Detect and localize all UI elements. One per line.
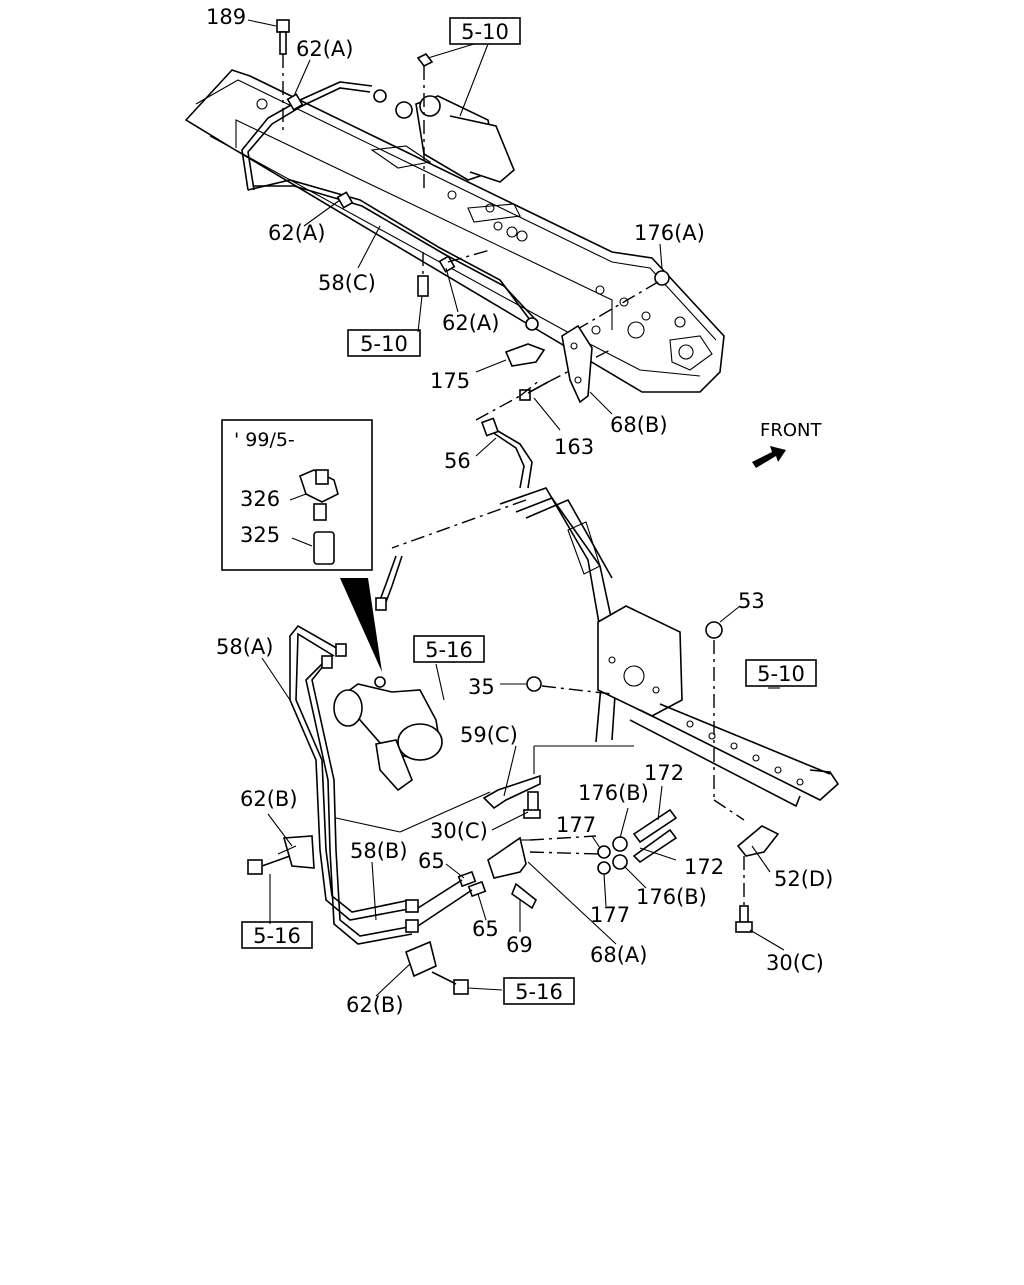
callout-68b: 68(B) (610, 413, 668, 437)
relay-valve-assembly-top (373, 52, 515, 190)
callout-58c: 58(C) (318, 271, 376, 295)
fasteners-172-176b-177 (597, 808, 678, 875)
ref-box-5-10-mid: 5-10 (347, 329, 421, 357)
svg-text:5-16: 5-16 (253, 924, 301, 948)
brake-pipes-58 (289, 624, 419, 945)
callout-326: 326 (240, 487, 280, 511)
upper-brake-pipe (241, 81, 535, 321)
callout-58a: 58(A) (216, 635, 273, 659)
callout-68a: 68(A) (590, 943, 647, 967)
svg-text:5-16: 5-16 (425, 638, 473, 662)
hose-56 (391, 379, 541, 549)
nut-53 (705, 621, 745, 821)
inset-box (221, 419, 373, 571)
callout-176b-upper: 176(B) (578, 781, 649, 805)
callout-53: 53 (738, 589, 765, 613)
callout-65-lower: 65 (472, 917, 499, 941)
bracket-68a (487, 835, 601, 879)
inset-date-label: ' 99/5- (234, 429, 295, 451)
leader-lines (247, 19, 785, 997)
callout-35: 35 (468, 675, 495, 699)
callout-189: 189 (206, 5, 246, 29)
ref-box-5-16-left: 5-16 (241, 921, 313, 949)
ref-box-5-10-lower: 5-10 (745, 659, 817, 687)
callout-69: 69 (506, 933, 533, 957)
callout-62a-low: 62(A) (442, 311, 499, 335)
callout-62b-lower: 62(B) (346, 993, 404, 1017)
callout-172-upper: 172 (644, 761, 684, 785)
callout-30c-lower: 30(C) (766, 951, 824, 975)
callout-65-upper: 65 (418, 849, 445, 873)
relay-valve-lower (333, 555, 443, 792)
bolt-189 (276, 19, 290, 130)
svg-text:5-10: 5-10 (461, 20, 509, 44)
callout-30c-upper: 30(C) (430, 819, 488, 843)
callout-56: 56 (444, 449, 471, 473)
bolt-5-10-lower (417, 252, 429, 297)
callout-163: 163 (554, 435, 594, 459)
front-label: FRONT (760, 420, 822, 441)
upper-frame-rail (184, 69, 725, 393)
lower-frame-rail (499, 487, 840, 808)
callout-177-lower: 177 (590, 903, 630, 927)
nut-176a (575, 270, 670, 331)
bracket-68b (561, 324, 593, 404)
callout-62a-top: 62(A) (296, 37, 353, 61)
callout-177-upper: 177 (556, 813, 596, 837)
ref-box-5-10-top: 5-10 (449, 17, 521, 45)
ref-box-5-16-bottom: 5-16 (503, 977, 575, 1005)
nut-35 (526, 676, 613, 695)
callout-176a: 176(A) (634, 221, 705, 245)
fitting-175 (504, 317, 546, 367)
front-arrow-icon (752, 446, 786, 468)
callout-175: 175 (430, 369, 470, 393)
ref-box-5-16-valve: 5-16 (413, 635, 485, 663)
svg-text:5-10: 5-10 (757, 662, 805, 686)
callout-62b-upper: 62(B) (240, 787, 298, 811)
bolt-30c-upper (523, 791, 541, 819)
callout-172-lower: 172 (684, 855, 724, 879)
callout-58b: 58(B) (350, 839, 408, 863)
callout-176b-lower: 176(B) (636, 885, 707, 909)
fittings-65 (417, 870, 487, 927)
callout-325: 325 (240, 523, 280, 547)
clips-62a (286, 93, 491, 273)
bracket-59c (335, 745, 634, 833)
callout-62a-mid: 62(A) (268, 221, 325, 245)
callout-59c: 59(C) (460, 723, 518, 747)
bolt-30c-lower (735, 905, 753, 933)
clip-62b-lower (405, 940, 469, 995)
callout-52d: 52(D) (774, 867, 833, 891)
bolt-69 (511, 882, 538, 910)
clip-62b-upper (247, 835, 315, 875)
svg-text:5-10: 5-10 (360, 332, 408, 356)
clip-52d (736, 825, 780, 906)
svg-text:5-16: 5-16 (515, 980, 563, 1004)
